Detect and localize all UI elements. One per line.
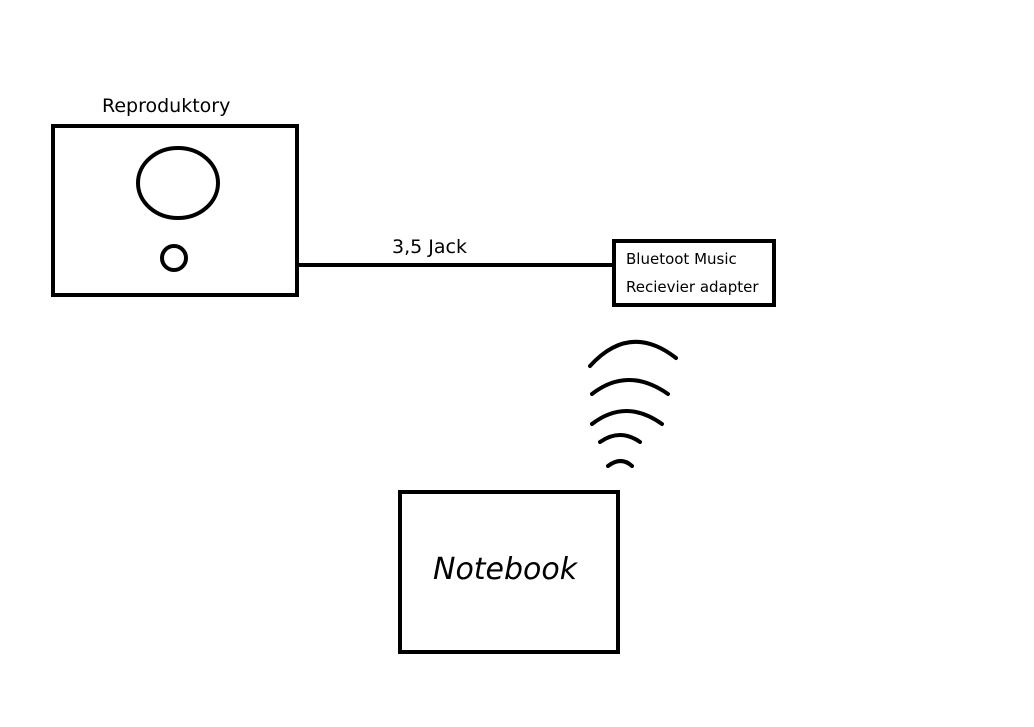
- cable-label: 3,5 Jack: [392, 236, 467, 258]
- notebook-label: Notebook: [433, 552, 578, 587]
- adapter-box: [612, 239, 776, 307]
- bluetooth-wave-icon: [588, 339, 678, 468]
- adapter-label-line2: Recievier adapter: [626, 278, 759, 296]
- wave-arc-5: [588, 339, 678, 368]
- speakers-label: Reproduktory: [102, 95, 231, 117]
- speaker-woofer-icon: [136, 146, 220, 220]
- adapter-label-line1: Bluetoot Music: [626, 250, 737, 268]
- wave-arc-4: [590, 378, 670, 396]
- wave-arc-2: [598, 433, 642, 444]
- speaker-tweeter-icon: [160, 244, 188, 272]
- speakers-box: [51, 124, 299, 297]
- wave-arc-3: [590, 409, 664, 426]
- wave-arc-1: [606, 459, 634, 468]
- notebook-box: [398, 490, 620, 654]
